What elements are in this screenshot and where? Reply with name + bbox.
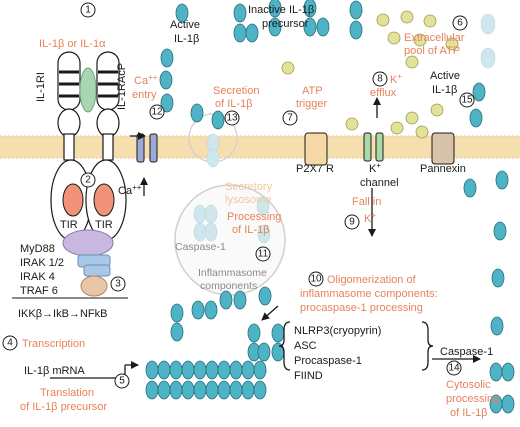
ca-entry-label-1: Ca++ bbox=[134, 73, 158, 87]
k-efflux-label-1: K+ bbox=[390, 72, 402, 86]
oligo-label-3: procaspase-1 processing bbox=[300, 302, 423, 314]
p2x7-label: P2X7 R bbox=[296, 163, 334, 175]
step-14-marker: 14 bbox=[446, 360, 462, 376]
step-10-marker: 10 bbox=[308, 271, 324, 287]
inflammasome-label-2: components bbox=[200, 280, 257, 292]
svg-text:15: 15 bbox=[461, 95, 473, 106]
cytosolic-label-2: processing bbox=[446, 393, 499, 405]
secretory-label-1: Secretory bbox=[225, 181, 273, 193]
processing-label-2: of IL-1β bbox=[232, 224, 270, 236]
svg-text:9: 9 bbox=[349, 217, 355, 228]
secretion-label-1: Secretion bbox=[213, 85, 259, 97]
inactive-label-1: Inactive IL-1β bbox=[248, 4, 314, 16]
svg-text:10: 10 bbox=[310, 274, 322, 285]
step-markers: 1 2 3 4 5 6 7 8 9 10 11 12 13 14 15 bbox=[2, 2, 475, 389]
myd88-label: MyD88 bbox=[20, 243, 55, 255]
k-efflux-label-2: efflux bbox=[370, 87, 397, 99]
k-channel bbox=[363, 132, 384, 162]
fall-label-2: K+ bbox=[364, 211, 376, 225]
nlrp3-label: NLRP3(cryopyrin) bbox=[294, 325, 381, 337]
caspase-arrow-label: Caspase-1 bbox=[440, 346, 493, 358]
inflammasome-label-1: Inflammasome bbox=[198, 267, 267, 279]
step-9-marker: 9 bbox=[344, 214, 360, 230]
p2x7-receptor bbox=[304, 132, 328, 166]
svg-text:4: 4 bbox=[7, 338, 13, 349]
svg-text:6: 6 bbox=[457, 18, 463, 29]
fall-label-1: Fall in bbox=[352, 196, 381, 208]
il1b-molecules bbox=[145, 0, 515, 414]
cytosolic-label-3: of IL-1β bbox=[450, 407, 488, 419]
step-11-marker: 11 bbox=[255, 246, 271, 262]
fiind-label: FIIND bbox=[294, 370, 323, 382]
step-3-marker: 3 bbox=[110, 276, 126, 292]
mrna-label: IL-1β mRNA bbox=[24, 365, 85, 377]
extracellular-label-2: pool of ATP bbox=[404, 45, 460, 57]
ca-channel bbox=[136, 133, 158, 163]
tir-left-label: TIR bbox=[60, 219, 78, 231]
active-right-label-2: IL-1β bbox=[432, 84, 457, 96]
step-7-marker: 7 bbox=[282, 110, 298, 126]
active-right-label-1: Active bbox=[430, 70, 460, 82]
irak12-label: IRAK 1/2 bbox=[20, 257, 64, 269]
svg-text:14: 14 bbox=[448, 363, 460, 374]
ligand-label: IL-1β or IL-1α bbox=[39, 38, 106, 50]
atp-trigger-label-1: ATP bbox=[302, 85, 323, 97]
inactive-label-2: precursor bbox=[262, 18, 309, 30]
tir-right-label: TIR bbox=[95, 219, 113, 231]
step-15-marker: 15 bbox=[459, 92, 475, 108]
step-2-marker: 2 bbox=[80, 172, 96, 188]
cytosolic-label-1: Cytosolic bbox=[446, 379, 491, 391]
translation-label-1: Translation bbox=[40, 387, 94, 399]
svg-text:8: 8 bbox=[377, 74, 383, 85]
pannexin-channel bbox=[431, 132, 455, 165]
procaspase-label: Procaspase-1 bbox=[294, 355, 362, 367]
translation-label-2: of IL-1β precursor bbox=[20, 401, 107, 413]
transcription-label: Transcription bbox=[22, 338, 85, 350]
svg-text:12: 12 bbox=[151, 107, 163, 118]
processing-label-1: Processing bbox=[227, 211, 281, 223]
active-top-label-2: IL-1β bbox=[174, 33, 199, 45]
atp-pool bbox=[281, 10, 459, 139]
svg-text:7: 7 bbox=[287, 113, 293, 124]
il1racp-label: IL-1RAcP bbox=[116, 63, 128, 110]
extracellular-label-1: Extracellular bbox=[404, 32, 465, 44]
caspase-lysosome-label: Caspase-1 bbox=[175, 241, 226, 253]
cascade-label: IKKβ→IkB→NFkB bbox=[18, 308, 107, 320]
k-channel-label-2: channel bbox=[360, 177, 399, 189]
step-4-marker: 4 bbox=[2, 335, 18, 351]
secretion-label-2: of IL-1β bbox=[215, 98, 253, 110]
ca-entry-label-2: entry bbox=[132, 89, 157, 101]
il1ri-label: IL-1RI bbox=[35, 72, 47, 102]
svg-text:2: 2 bbox=[85, 175, 91, 186]
atp-trigger-label-2: trigger bbox=[296, 98, 328, 110]
step-13-marker: 13 bbox=[224, 110, 240, 126]
traf6-label: TRAF 6 bbox=[20, 285, 58, 297]
step-1-marker: 1 bbox=[80, 2, 96, 18]
irak4-label: IRAK 4 bbox=[20, 271, 55, 283]
svg-text:11: 11 bbox=[258, 249, 269, 260]
ca-in-label: Ca++ bbox=[118, 183, 142, 197]
oligo-label-1: Oligomerization of bbox=[327, 274, 417, 286]
k-channel-label-1: K+ bbox=[369, 161, 381, 175]
il1-receptor-complex bbox=[50, 51, 127, 297]
oligo-label-2: inflammasome components: bbox=[300, 288, 438, 300]
step-5-marker: 5 bbox=[114, 373, 130, 389]
step-8-marker: 8 bbox=[372, 71, 388, 87]
asc-label: ASC bbox=[294, 340, 317, 352]
step-12-marker: 12 bbox=[149, 104, 165, 120]
svg-text:1: 1 bbox=[85, 5, 91, 16]
step-6-marker: 6 bbox=[452, 15, 468, 31]
pannexin-label: Pannexin bbox=[420, 163, 466, 175]
svg-text:5: 5 bbox=[119, 376, 125, 387]
svg-text:13: 13 bbox=[226, 113, 238, 124]
secretory-label-2: lysosome bbox=[225, 194, 271, 206]
active-top-label-1: Active bbox=[170, 19, 200, 31]
svg-text:3: 3 bbox=[115, 279, 121, 290]
labels: IL-1β or IL-1α IL-1RI IL-1RAcP TIR TIR M… bbox=[18, 4, 499, 419]
